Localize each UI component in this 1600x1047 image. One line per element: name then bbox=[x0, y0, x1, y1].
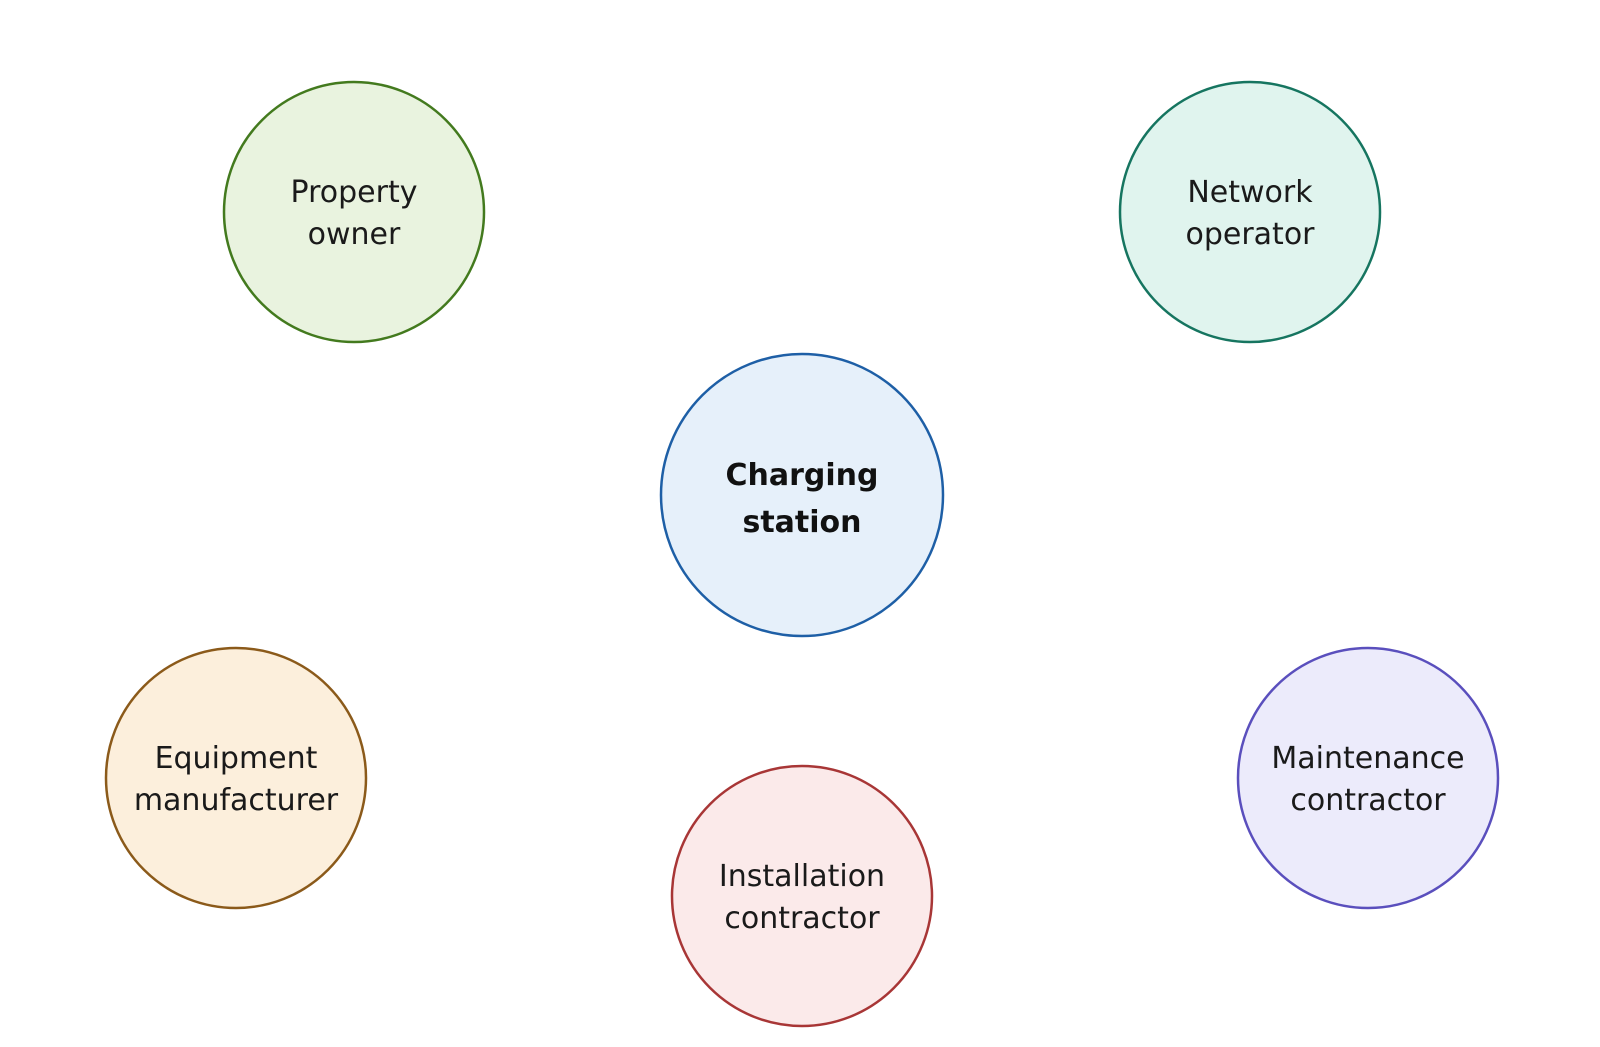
charging-station-circle bbox=[659, 352, 945, 638]
equipment-manufacturer-label-line-1: Equipment bbox=[155, 741, 318, 776]
charging-station-label-line-2: station bbox=[742, 505, 861, 540]
network-operator-circle bbox=[1118, 80, 1382, 344]
node-maintenance-contractor: Maintenance contractor bbox=[1236, 646, 1500, 910]
maintenance-contractor-label-line-1: Maintenance bbox=[1271, 741, 1464, 776]
maintenance-contractor-label-line-2: contractor bbox=[1290, 783, 1446, 818]
node-charging-station: Charging station bbox=[659, 352, 945, 638]
installation-contractor-label-line-2: contractor bbox=[724, 901, 880, 936]
node-network-operator: Network operator bbox=[1118, 80, 1382, 344]
maintenance-contractor-circle bbox=[1236, 646, 1500, 910]
network-operator-label-line-1: Network bbox=[1187, 175, 1313, 210]
installation-contractor-circle bbox=[670, 764, 934, 1028]
property-owner-label-line-1: Property bbox=[291, 175, 418, 210]
installation-contractor-label-line-1: Installation bbox=[719, 859, 885, 894]
property-owner-circle bbox=[222, 80, 486, 344]
equipment-manufacturer-circle bbox=[104, 646, 368, 910]
node-property-owner: Property owner bbox=[222, 80, 486, 344]
charging-station-label-line-1: Charging bbox=[725, 458, 878, 493]
network-operator-label-line-2: operator bbox=[1185, 217, 1315, 252]
equipment-manufacturer-label-line-2: manufacturer bbox=[134, 783, 339, 818]
node-equipment-manufacturer: Equipment manufacturer bbox=[104, 646, 368, 910]
node-installation-contractor: Installation contractor bbox=[670, 764, 934, 1028]
property-owner-label-line-2: owner bbox=[308, 217, 401, 252]
